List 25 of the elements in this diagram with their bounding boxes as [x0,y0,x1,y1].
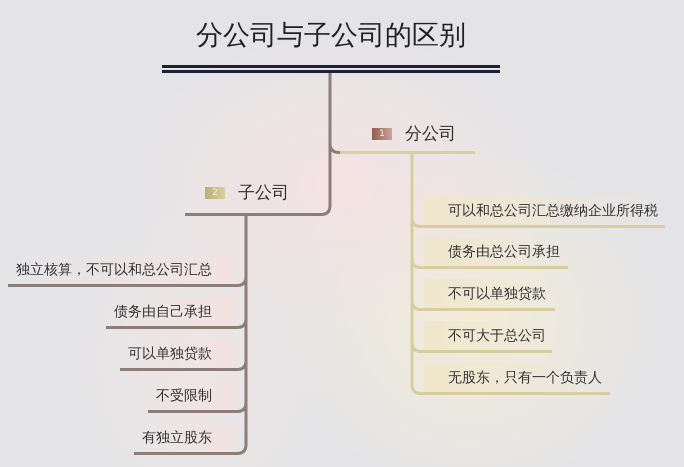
subtopic-label: 可以和总公司汇总缴纳企业所得税 [448,202,658,220]
subtopic-label: 债务由自己承担 [114,302,212,320]
subtopic-label: 无股东，只有一个负责人 [448,368,602,386]
branch-connector [410,154,424,395]
subtopic [424,279,555,311]
number-badge: 1 [372,128,392,140]
branch-connector [318,73,332,216]
topic-label: 子公司 [238,182,289,204]
subtopic-label: 债务由总公司承担 [448,242,560,260]
subtopic-label: 可以单独贷款 [128,344,212,362]
number-badge: 2 [205,186,225,198]
subtopic [106,297,234,329]
subtopic [424,196,665,228]
subtopic [8,255,234,287]
subtopic [424,363,610,395]
subtopic-label: 不可以单独贷款 [448,284,546,302]
subtopic [424,321,552,353]
subtopic-label: 有独立股东 [142,428,212,446]
subtopic-label: 独立核算，不可以和总公司汇总 [16,260,212,278]
title-text: 分公司与子公司的区别 [196,18,466,52]
subtopic-label: 不受限制 [156,386,212,404]
subtopic-label: 不可大于总公司 [448,326,546,344]
topic-label: 分公司 [405,123,456,145]
subtopic [134,423,234,455]
subtopic [424,237,568,269]
